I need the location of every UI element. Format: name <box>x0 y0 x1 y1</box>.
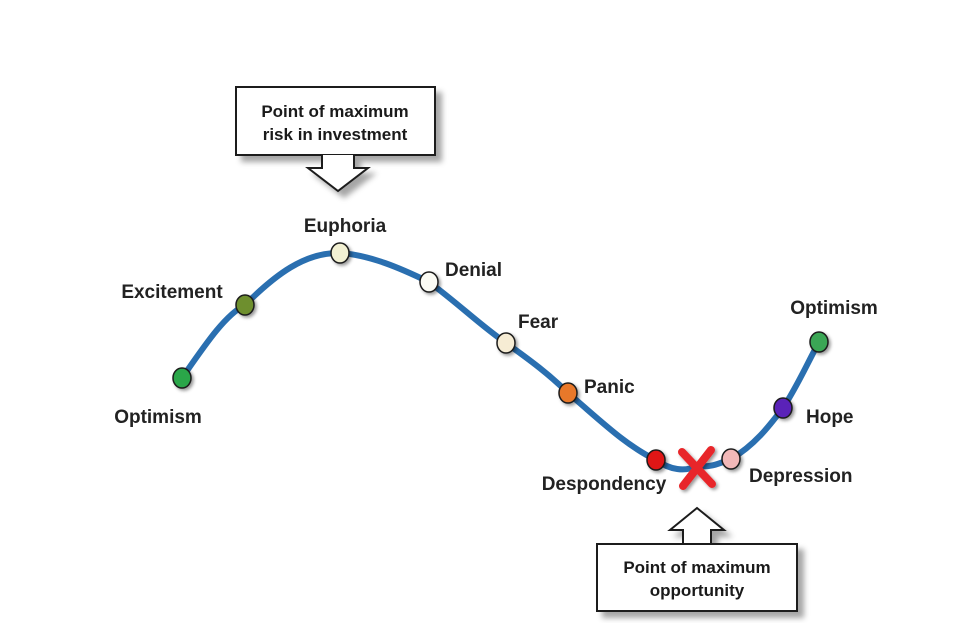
stage-markers <box>172 242 829 471</box>
stage-dot-optimism-start <box>172 367 192 389</box>
stage-dot-excitement <box>235 294 255 316</box>
callout-max-risk-arrow <box>305 155 371 193</box>
stage-dot-panic <box>558 382 578 404</box>
stage-label-depression: Depression <box>749 466 852 487</box>
stage-dot-optimism-end <box>809 331 829 353</box>
stage-label-denial: Denial <box>445 260 502 281</box>
x-mark-stroke-b <box>679 446 715 490</box>
market-cycle-curve <box>179 249 822 473</box>
callout-max-opportunity-line2: opportunity <box>650 581 745 600</box>
callout-max-opportunity-arrow <box>667 506 727 545</box>
stage-label-fear: Fear <box>518 312 559 333</box>
stage-label-hope: Hope <box>806 407 854 428</box>
stage-label-despondency: Despondency <box>542 474 667 495</box>
stage-dot-hope <box>773 397 793 419</box>
stage-dot-euphoria <box>330 242 350 264</box>
stage-label-excitement: Excitement <box>121 282 223 303</box>
callout-max-risk <box>235 86 436 193</box>
stage-label-optimism-end: Optimism <box>790 298 878 319</box>
callout-max-risk-line1: Point of maximum <box>261 102 408 121</box>
stage-dot-despondency <box>646 449 666 471</box>
max-opportunity-x-icon <box>678 446 716 490</box>
stage-dot-depression <box>721 448 741 470</box>
stage-dot-denial <box>419 271 439 293</box>
callout-max-opportunity <box>596 506 798 612</box>
stage-label-euphoria: Euphoria <box>304 216 387 237</box>
callout-max-opportunity-box <box>596 543 798 612</box>
stage-label-panic: Panic <box>584 377 635 398</box>
callout-max-opportunity-line1: Point of maximum <box>623 558 770 577</box>
callout-max-risk-line2: risk in investment <box>263 125 408 144</box>
stage-dot-fear <box>496 332 516 354</box>
stage-label-optimism-start: Optimism <box>114 407 202 428</box>
callout-max-risk-box <box>235 86 436 156</box>
